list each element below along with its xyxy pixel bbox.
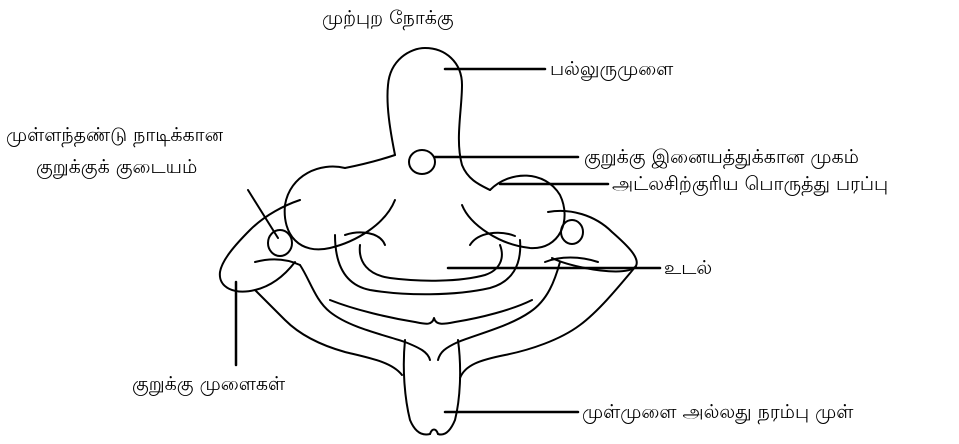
label-foramen-line1: முள்ளந்தண்டு நாடிக்கான [6,123,223,147]
label-atlas-articular-surface: அட்லசிற்குரிய பொருத்து பரப்பு [612,172,888,196]
dens-left-neck [345,155,395,168]
body-outer [335,235,520,294]
spinous-tip [430,430,438,435]
left-lower-contour [255,290,402,375]
label-dens: பல்லுருமுளை [550,57,673,81]
right-lower-contour [460,266,636,378]
label-anterior-view: முற்புற நோக்கு [322,6,454,30]
label-spinous-process: முள்முளை அல்லது நரம்பு முள் [582,400,853,424]
label-transverse-processes: குறுக்கு முளைகள் [132,372,285,396]
left-transverse-foramen [268,230,292,256]
lamina-inner-v [330,300,532,324]
right-transverse-wing [548,211,637,272]
label-foramen-line2: குறுக்குக் குடையம் [36,155,197,179]
leader-foramen [248,190,278,238]
right-transverse-foramen [561,220,583,244]
body-inner [360,245,502,281]
label-body: உடல் [664,256,712,280]
label-transverse-facet: குறுக்கு இனையத்துக்கான முகம் [584,145,859,169]
facet-circle [409,150,435,174]
left-transverse-wing [220,200,300,292]
